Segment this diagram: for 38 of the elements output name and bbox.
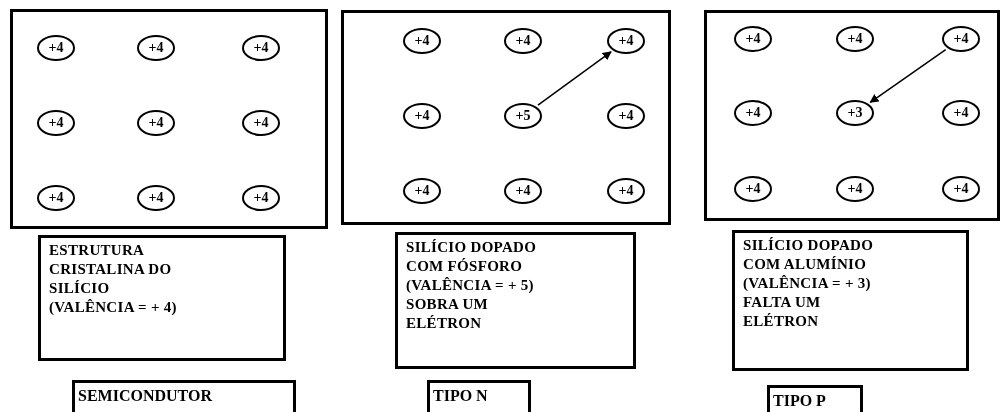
arrow: [869, 48, 947, 104]
atom-circle: +4: [607, 178, 645, 204]
atom-circle: +4: [403, 103, 441, 129]
description-text: SILÍCIO DOPADO COM ALUMÍNIO (VALÊNCIA = + 3) FALTA UM ELÉTRON: [732, 230, 969, 371]
atom-circle: +4: [137, 35, 175, 61]
atom-circle: +4: [403, 28, 441, 54]
crystal-panel: [10, 9, 328, 229]
atom-circle: +4: [242, 110, 280, 136]
atom-circle: +4: [942, 26, 980, 52]
atom-circle: +4: [242, 35, 280, 61]
atom-circle: +4: [37, 35, 75, 61]
type-label: TIPO P: [767, 385, 863, 412]
atom-circle: +4: [137, 110, 175, 136]
arrow: [537, 51, 612, 106]
atom-circle: +4: [942, 100, 980, 126]
description-text: ESTRUTURA CRISTALINA DO SILÍCIO (VALÊNCIA = + 4): [38, 235, 286, 361]
crystal-panel: [341, 10, 671, 225]
atom-circle: +4: [37, 185, 75, 211]
atom-circle: +4: [504, 28, 542, 54]
atom-circle: +4: [504, 178, 542, 204]
crystal-panel: [704, 10, 1000, 221]
atom-circle: +4: [734, 26, 772, 52]
type-label: TIPO N: [427, 380, 531, 412]
atom-circle: +4: [734, 176, 772, 202]
atom-circle: +4: [607, 28, 645, 54]
description-text: SILÍCIO DOPADO COM FÓSFORO (VALÊNCIA = + 5) SOBRA UM ELÉTRON: [395, 232, 636, 369]
atom-circle: +4: [836, 176, 874, 202]
atom-circle: +4: [37, 110, 75, 136]
type-label: SEMICONDUTOR: [72, 380, 296, 412]
atom-circle: +4: [403, 178, 441, 204]
atom-circle: +3: [836, 100, 874, 126]
atom-circle: +4: [607, 103, 645, 129]
atom-circle: +4: [137, 185, 175, 211]
atom-circle: +4: [836, 26, 874, 52]
atom-circle: +4: [734, 100, 772, 126]
atom-circle: +4: [942, 176, 980, 202]
atom-circle: +5: [504, 103, 542, 129]
atom-circle: +4: [242, 185, 280, 211]
